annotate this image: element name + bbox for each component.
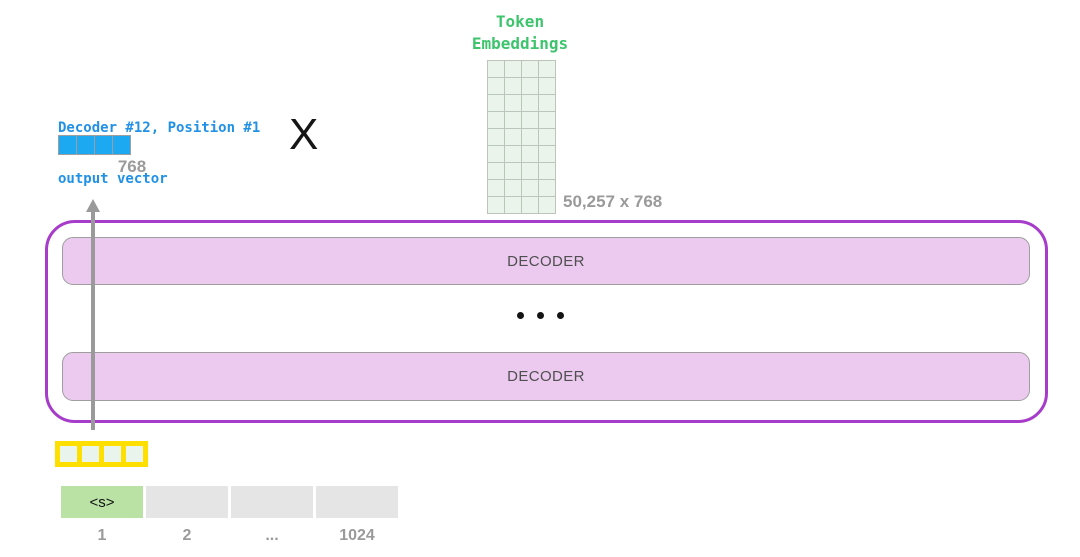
embedding-matrix-cell	[539, 95, 555, 111]
position-label: 1	[97, 527, 107, 544]
input-vector-cell	[104, 446, 121, 462]
token-embeddings-label-line2: Embeddings	[471, 34, 569, 53]
embedding-matrix-cell	[505, 129, 521, 145]
embedding-matrix-cell	[505, 78, 521, 94]
token-row: <s>	[61, 486, 398, 518]
embedding-matrix-cell	[522, 163, 538, 179]
token-slot	[316, 486, 398, 518]
embedding-matrix-cell	[488, 180, 504, 196]
embedding-matrix-cell	[505, 180, 521, 196]
position-label: 1024	[339, 527, 375, 544]
input-embedding-vector	[55, 441, 148, 467]
embedding-matrix-cell	[488, 129, 504, 145]
position-label: ...	[265, 527, 279, 544]
matrix-dimensions-label: 50,257 x 768	[563, 192, 663, 211]
token-slot	[231, 486, 313, 518]
embedding-matrix-cell	[488, 78, 504, 94]
position-label: 2	[182, 527, 192, 544]
embedding-matrix-cell	[539, 163, 555, 179]
ellipsis-dot-icon	[517, 312, 524, 319]
embedding-matrix-cell	[505, 163, 521, 179]
embedding-matrix-cell	[539, 112, 555, 128]
embedding-matrix-cell	[539, 197, 555, 213]
embedding-matrix-cell	[522, 197, 538, 213]
output-vector-label: Decoder #12, Position #1 output vector	[58, 86, 260, 222]
embedding-matrix-cell	[539, 61, 555, 77]
embedding-matrix-cell	[522, 95, 538, 111]
embedding-matrix-cell	[522, 180, 538, 196]
decoder-block-top: DECODER	[62, 237, 1030, 285]
embedding-matrix-cell	[505, 112, 521, 128]
token-slot	[146, 486, 228, 518]
output-vector-cell	[59, 136, 76, 154]
ellipsis-dot-icon	[537, 312, 544, 319]
embedding-matrix-cell	[488, 163, 504, 179]
embedding-matrix-cell	[539, 146, 555, 162]
token-slot: <s>	[61, 486, 143, 518]
embedding-matrix-cell	[488, 61, 504, 77]
position-labels: 1 2... 1024	[61, 527, 398, 545]
output-vector-label-line1: Decoder #12, Position #1	[58, 120, 261, 136]
token-embeddings-label: Token Embeddings	[420, 11, 620, 55]
input-vector-cell	[126, 446, 143, 462]
output-vector-label-line2: output vector	[58, 171, 168, 187]
embedding-matrix-cell	[488, 95, 504, 111]
output-arrow-head-icon	[86, 199, 100, 212]
input-vector-cell	[82, 446, 99, 462]
ellipsis-dot-icon	[557, 312, 564, 319]
embedding-matrix-cell	[522, 129, 538, 145]
embedding-matrix-cell	[505, 95, 521, 111]
embedding-matrix-cell	[522, 146, 538, 162]
token-embeddings-matrix	[487, 60, 556, 214]
embedding-matrix-cell	[505, 146, 521, 162]
embedding-matrix-cell	[522, 61, 538, 77]
embedding-matrix-cell	[488, 112, 504, 128]
output-vector-cell	[95, 136, 112, 154]
embedding-matrix-cell	[539, 180, 555, 196]
embedding-matrix-cell	[488, 197, 504, 213]
embedding-matrix-cell	[539, 78, 555, 94]
output-arrow-line	[91, 211, 95, 430]
multiplication-symbol: X	[289, 110, 319, 159]
embedding-matrix-cell	[522, 78, 538, 94]
embedding-matrix-cell	[488, 146, 504, 162]
input-vector-cell	[60, 446, 77, 462]
decoder-block-bottom: DECODER	[62, 352, 1030, 401]
output-vector-cell	[113, 136, 130, 154]
vector-dimension-label: 768	[117, 157, 147, 176]
embedding-matrix-cell	[505, 197, 521, 213]
embedding-matrix-cell	[505, 61, 521, 77]
token-embeddings-label-line1: Token	[495, 12, 545, 31]
output-vector-cell	[77, 136, 94, 154]
embedding-matrix-cell	[539, 129, 555, 145]
output-vector	[58, 135, 131, 155]
stack-ellipsis	[517, 312, 564, 319]
embedding-matrix-cell	[522, 112, 538, 128]
